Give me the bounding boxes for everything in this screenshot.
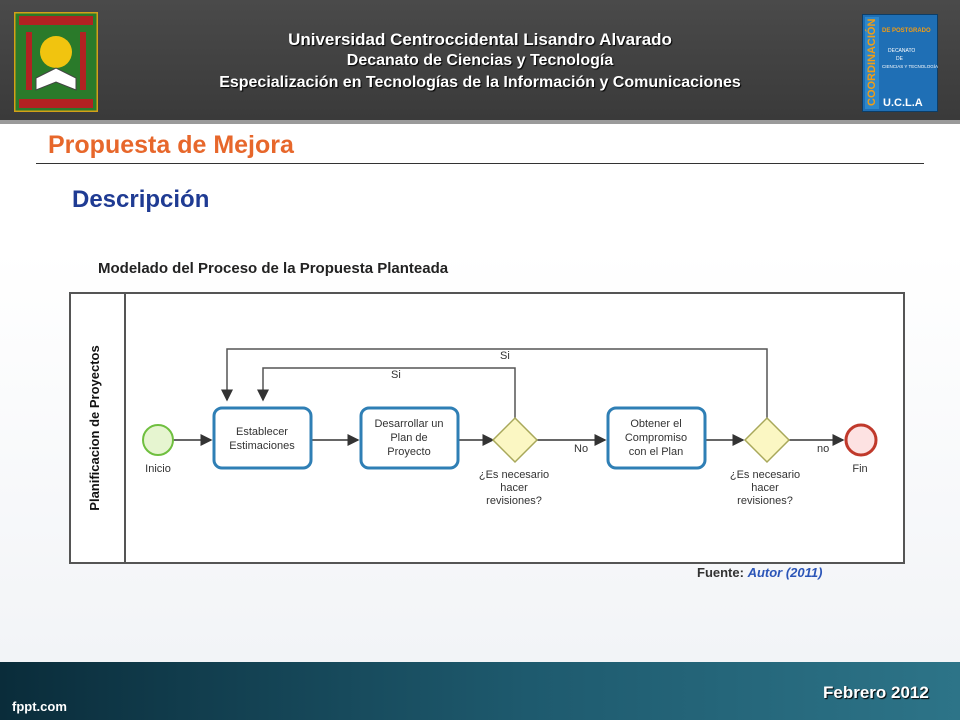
process-diagram: Planificacion de Proyectos Si Si No no I… (69, 292, 905, 564)
end-event (844, 423, 878, 457)
lane-label: Planificacion de Proyectos (87, 345, 102, 510)
source-label: Fuente: (697, 565, 744, 580)
footer-date: Febrero 2012 (823, 683, 929, 702)
header-divider (0, 120, 960, 124)
svg-text:DECANATO: DECANATO (888, 48, 915, 54)
task-desarrollar-plan (359, 406, 460, 470)
loop-outer-flow (221, 348, 768, 421)
svg-text:CIENCIAS Y TECNOLOGÍA: CIENCIAS Y TECNOLOGÍA (882, 63, 938, 69)
source-value: Autor (2011) (747, 565, 823, 580)
gateway2-line3: revisiones? (737, 495, 793, 507)
university-name: Universidad Centroccidental Lisandro Alv… (288, 30, 672, 49)
task3-line2: Compromiso (625, 432, 687, 444)
task3-line1: Obtener el (630, 418, 681, 430)
source-citation: Fuente: Autor (2011) (697, 565, 822, 580)
task-establecer-estimaciones (212, 406, 313, 470)
postgrado-logo: COORDINACIÓN DE POSTGRADO DECANATO DE CI… (862, 14, 938, 112)
gateway2-line2: hacer (751, 482, 779, 494)
faculty-name: Decanato de Ciencias y Tecnología (346, 52, 614, 69)
loop-outer-label: Si (500, 350, 510, 362)
pool-frame (69, 292, 905, 564)
gateway2-line1: ¿Es necesario (730, 469, 800, 481)
task2-line3: Proyecto (387, 446, 430, 458)
page-subtitle: Descripción (72, 186, 210, 213)
task3-line3: con el Plan (629, 446, 683, 458)
task2-line1: Desarrollar un (374, 418, 443, 430)
loop-inner-flow (257, 367, 516, 421)
flow-no-label: No (574, 443, 588, 455)
task2-line2: Plan de (390, 432, 427, 444)
gateway-revisiones-2 (743, 416, 791, 464)
task-obtener-compromiso (606, 406, 707, 470)
svg-text:U.C.L.A: U.C.L.A (883, 97, 923, 109)
diagram-caption: Modelado del Proceso de la Propuesta Pla… (98, 260, 449, 277)
footer-bar (0, 662, 960, 720)
gateway1-line3: revisiones? (486, 495, 542, 507)
end-label: Fin (852, 463, 867, 475)
gateway-revisiones-1 (491, 416, 539, 464)
svg-text:DE: DE (896, 56, 904, 62)
program-name: Especialización en Tecnologías de la Inf… (219, 74, 741, 91)
svg-text:COORDINACIÓN: COORDINACIÓN (865, 19, 878, 106)
section-title: Propuesta de Mejora (48, 131, 294, 159)
start-event (142, 424, 174, 456)
task1-line2: Estimaciones (229, 440, 295, 452)
university-logo (14, 12, 98, 112)
task1-line1: Establecer (236, 426, 288, 438)
loop-inner-label: Si (391, 369, 401, 381)
flow-no2-label: no (817, 443, 829, 455)
section-divider (36, 163, 924, 164)
gateway1-line2: hacer (500, 482, 528, 494)
gateway1-line1: ¿Es necesario (479, 469, 549, 481)
start-label: Inicio (145, 463, 171, 475)
footer-site: fppt.com (12, 699, 67, 714)
header-bar: Universidad Centroccidental Lisandro Alv… (0, 0, 960, 120)
svg-text:DE POSTGRADO: DE POSTGRADO (882, 28, 931, 34)
